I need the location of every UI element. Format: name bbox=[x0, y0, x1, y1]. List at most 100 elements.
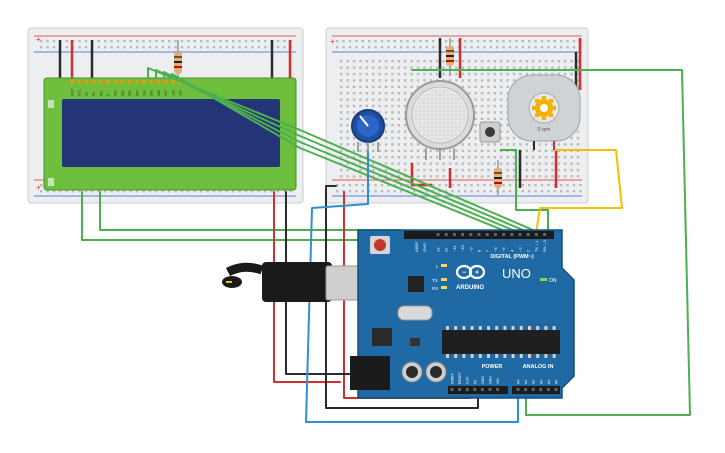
analog-pin[interactable] bbox=[546, 388, 550, 391]
power-header-label: POWER bbox=[482, 364, 503, 370]
lcd-pin-label: E bbox=[107, 94, 111, 96]
right-breadboard[interactable]: + + bbox=[325, 27, 589, 210]
digital-pin[interactable] bbox=[493, 233, 497, 236]
power-pin[interactable] bbox=[488, 388, 492, 391]
digital-pin[interactable] bbox=[510, 233, 514, 236]
power-pin-label: RESET bbox=[458, 371, 462, 384]
analog-pin[interactable] bbox=[524, 388, 528, 391]
lcd-pin-label: LED bbox=[171, 89, 175, 96]
digital-pin-label: 12 bbox=[444, 247, 449, 252]
motor-speed-label: 0 rpm bbox=[538, 127, 551, 133]
lcd-pin-label: DB0 bbox=[114, 90, 118, 96]
gear-icon bbox=[532, 96, 556, 120]
lcd-pin[interactable] bbox=[134, 80, 139, 84]
power-pin[interactable] bbox=[473, 388, 477, 391]
digital-pin-label: ~10 bbox=[460, 244, 465, 252]
on-label: ON bbox=[549, 278, 557, 284]
lcd-pin[interactable] bbox=[106, 80, 110, 84]
lcd-pin[interactable] bbox=[142, 80, 146, 84]
digital-pin-label: ~9 bbox=[468, 247, 473, 252]
lcd-pin[interactable] bbox=[170, 80, 175, 84]
analog-pin-label: A1 bbox=[524, 380, 528, 384]
resistor-left[interactable] bbox=[174, 40, 182, 82]
lcd-pin-label: DB2 bbox=[128, 90, 132, 96]
digital-pin[interactable] bbox=[452, 233, 456, 236]
power-pin[interactable] bbox=[458, 388, 462, 391]
digital-pin-label: RX←0 bbox=[542, 239, 547, 252]
lcd-pin-label: DB3 bbox=[135, 90, 139, 96]
arduino-logo-text: ARDUINO bbox=[456, 285, 484, 291]
lcd-pin[interactable] bbox=[127, 80, 132, 84]
lcd-pin[interactable] bbox=[98, 80, 103, 84]
lcd-pin[interactable] bbox=[70, 80, 74, 84]
digital-pin[interactable] bbox=[543, 233, 547, 236]
digital-pin[interactable] bbox=[534, 233, 538, 236]
power-pin-label: GND bbox=[481, 376, 485, 384]
digital-pin-label: TX→1 bbox=[534, 240, 539, 252]
digital-pin[interactable] bbox=[526, 233, 530, 236]
lcd-pin-label: GND bbox=[71, 88, 75, 96]
rx-led-label: RX bbox=[432, 286, 438, 291]
analog-pin[interactable] bbox=[539, 388, 543, 391]
analog-header-label: ANALOG IN bbox=[523, 364, 554, 370]
power-pin[interactable] bbox=[480, 388, 484, 391]
analog-pin[interactable] bbox=[531, 388, 535, 391]
svg-text:+: + bbox=[475, 270, 479, 277]
digital-pin-label: 7 bbox=[485, 249, 490, 252]
potentiometer[interactable] bbox=[351, 109, 385, 152]
digital-pin[interactable] bbox=[436, 233, 440, 236]
power-pin-label: 5V bbox=[473, 379, 477, 384]
power-jack[interactable] bbox=[350, 356, 390, 390]
svg-text:−: − bbox=[462, 270, 466, 277]
board-model: UNO bbox=[502, 266, 531, 281]
digital-pin[interactable] bbox=[477, 233, 481, 236]
digital-pin[interactable] bbox=[444, 233, 448, 236]
digital-pin-label: 4 bbox=[509, 249, 514, 252]
voltage-regulator bbox=[372, 328, 392, 346]
dc-motor[interactable]: 0 rpm bbox=[507, 74, 581, 150]
analog-pin[interactable] bbox=[516, 388, 520, 391]
analog-pin-label: A5 bbox=[555, 380, 559, 384]
analog-pin[interactable] bbox=[554, 388, 558, 391]
power-header bbox=[448, 386, 508, 394]
lcd-pin[interactable] bbox=[91, 80, 96, 84]
lcd-pin-label: DB6 bbox=[157, 90, 161, 96]
usb-cable bbox=[222, 262, 377, 302]
plus-sign: + bbox=[330, 37, 335, 46]
power-pin[interactable] bbox=[450, 388, 454, 391]
gas-sensor[interactable] bbox=[405, 80, 475, 160]
lcd-screen bbox=[62, 99, 280, 167]
digital-pin-label: ~3 bbox=[518, 247, 523, 252]
pushbutton[interactable] bbox=[479, 121, 501, 143]
lcd-pin[interactable] bbox=[120, 80, 125, 84]
lcd-pin[interactable] bbox=[113, 80, 118, 84]
lcd-pin[interactable] bbox=[163, 80, 168, 84]
l-led-label: L bbox=[436, 264, 439, 269]
digital-pin-label: ~6 bbox=[493, 247, 498, 252]
analog-pin-label: A2 bbox=[532, 380, 536, 384]
power-pin[interactable] bbox=[465, 388, 469, 391]
power-pin-label: IOREF bbox=[451, 372, 455, 384]
resistor-bottom[interactable] bbox=[494, 160, 502, 195]
atmega-chip bbox=[442, 330, 560, 354]
digital-pin[interactable] bbox=[461, 233, 465, 236]
power-pin-label: VIN bbox=[496, 378, 500, 384]
power-pin[interactable] bbox=[496, 388, 500, 391]
sensor-mesh bbox=[414, 89, 466, 141]
digital-pin[interactable] bbox=[502, 233, 506, 236]
lcd-pin[interactable] bbox=[149, 80, 154, 84]
lcd-pin-label: RW bbox=[99, 91, 103, 96]
digital-pin[interactable] bbox=[518, 233, 522, 236]
usb-chip bbox=[408, 276, 424, 292]
lcd-pin[interactable] bbox=[84, 80, 89, 84]
digital-pin[interactable] bbox=[485, 233, 489, 236]
digital-pin[interactable] bbox=[469, 233, 473, 236]
digital-pin-label: ~5 bbox=[501, 247, 506, 252]
analog-pin-label: A0 bbox=[517, 380, 521, 384]
lcd-pin[interactable] bbox=[156, 80, 161, 84]
lcd-pin[interactable] bbox=[77, 80, 82, 84]
power-pin-label: GND bbox=[489, 376, 493, 384]
